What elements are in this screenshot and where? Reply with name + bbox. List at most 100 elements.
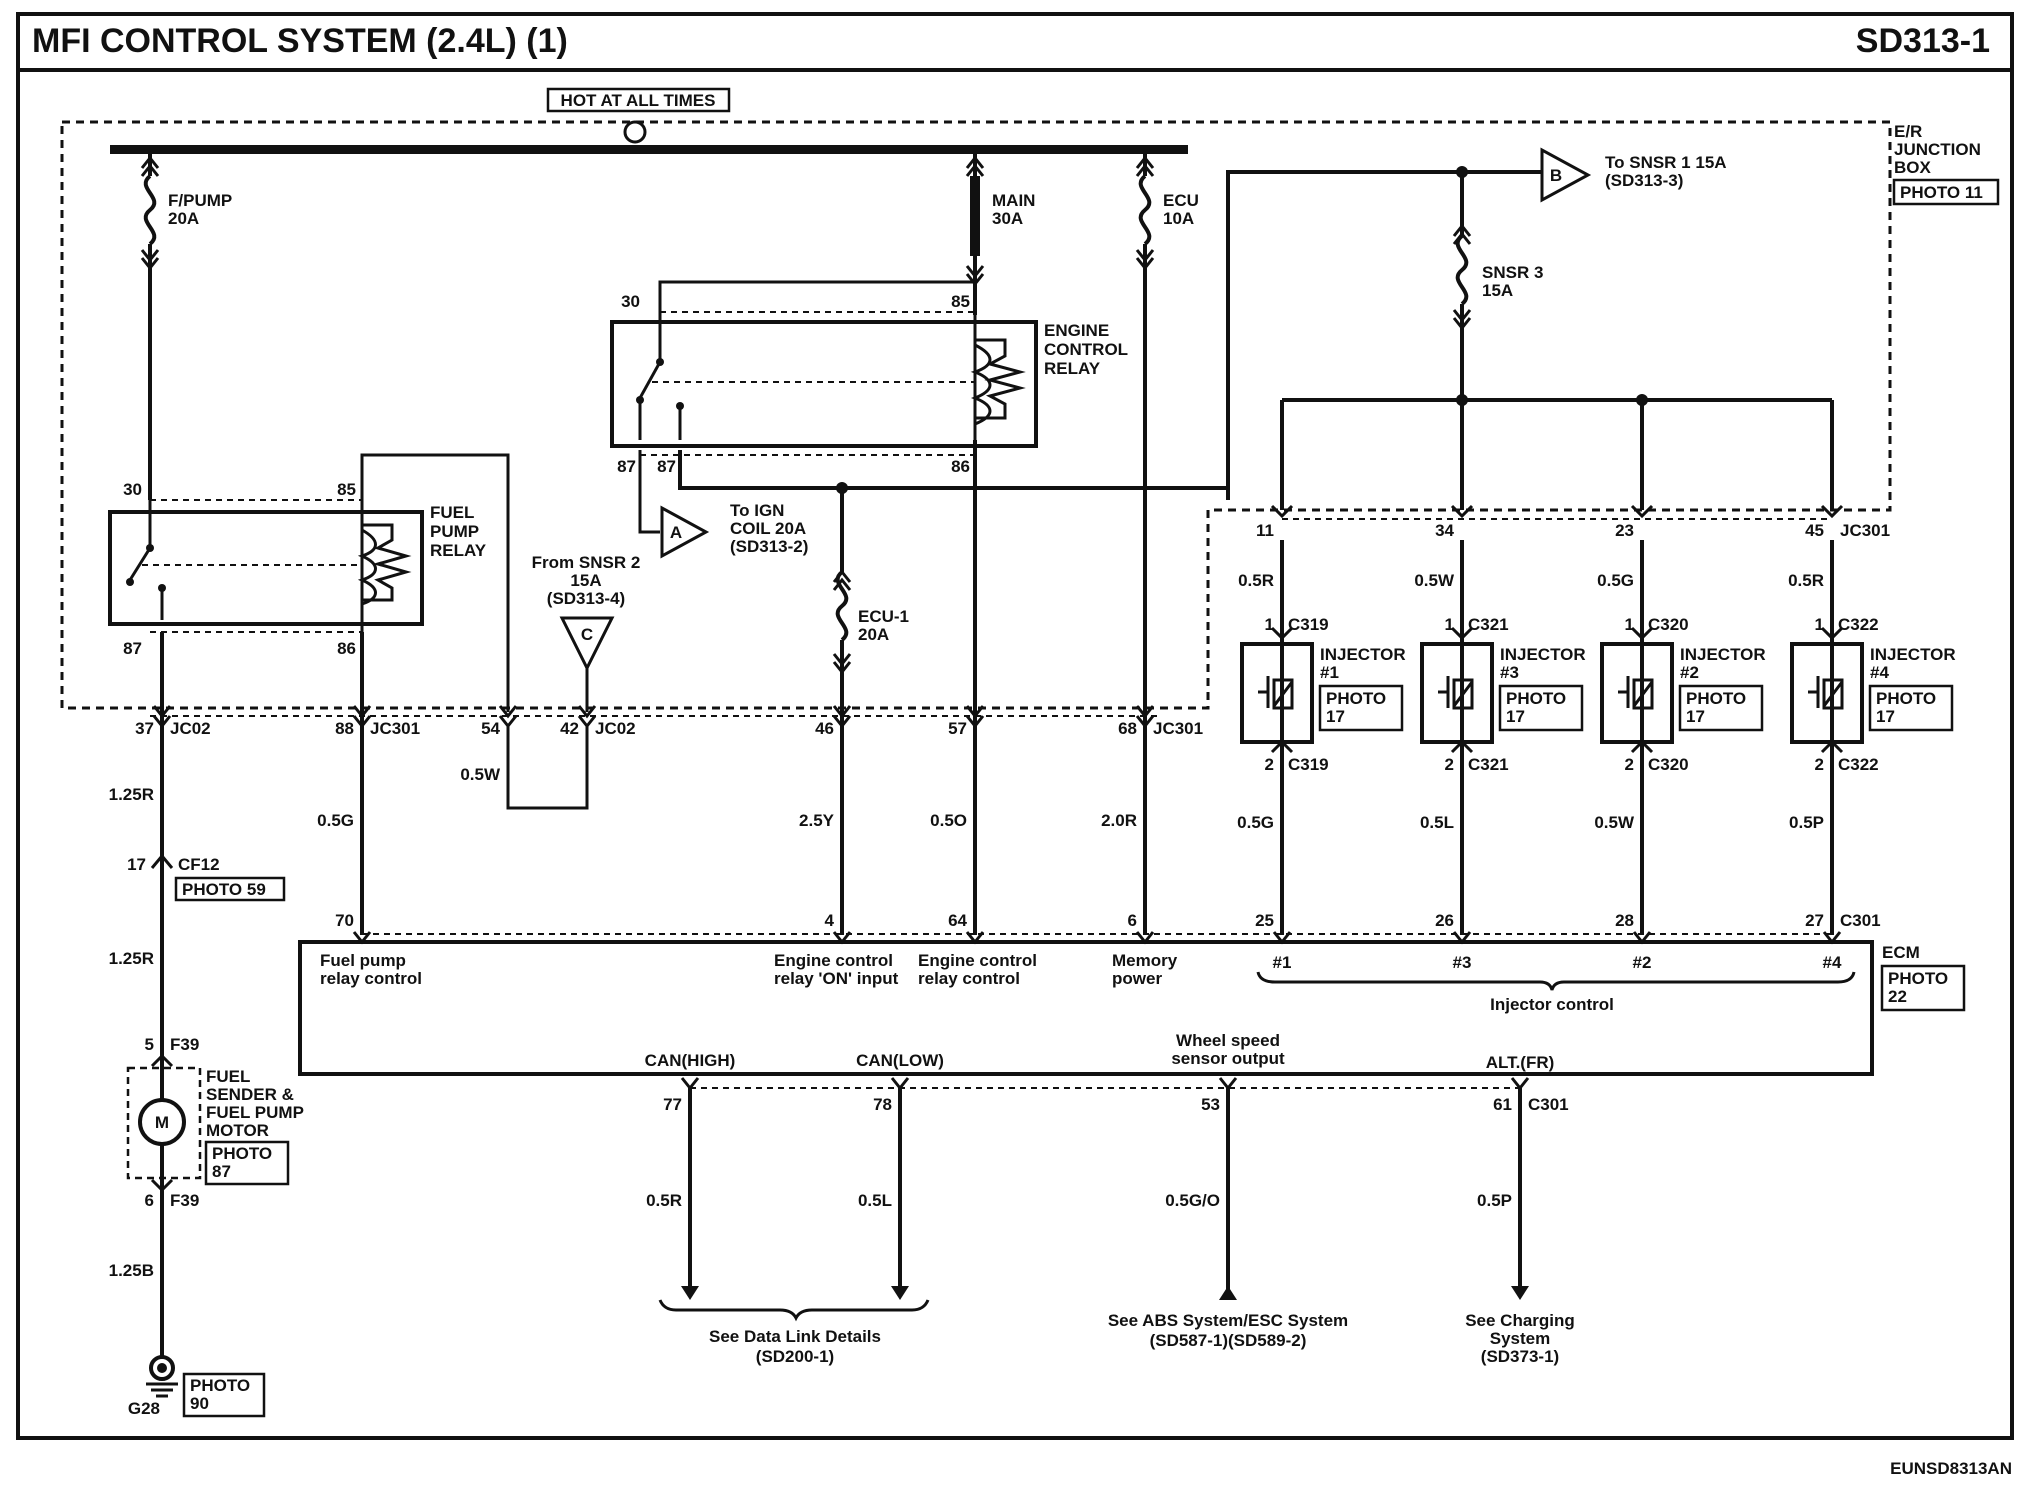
svg-text:C320: C320	[1648, 615, 1689, 634]
fpr-pin-85: 85	[337, 480, 356, 499]
jc02-label-2: JC02	[595, 719, 636, 738]
ecm-can-high: CAN(HIGH)	[645, 1051, 736, 1070]
injector-3-labels: 1 C321 INJECTOR #3 PHOTO 17 2 C321	[1445, 615, 1586, 774]
a-ref-1: To IGN	[730, 501, 784, 520]
connector-a-letter: A	[670, 523, 682, 542]
jc-terminal-marks	[152, 705, 1155, 729]
injector-4	[1790, 400, 1864, 935]
wheel-speed-arrow	[1219, 1286, 1237, 1300]
svg-text:C320: C320	[1648, 755, 1689, 774]
svg-text:INJECTOR: INJECTOR	[1680, 645, 1766, 664]
ecm-injector-control: Injector control	[1490, 995, 1614, 1014]
motor-label-1: FUEL	[206, 1067, 250, 1086]
svg-text:PHOTO: PHOTO	[1326, 689, 1386, 708]
ecm-can-low: CAN(LOW)	[856, 1051, 944, 1070]
c-ref-2: 15A	[570, 571, 601, 590]
connector-b-triangle	[1540, 147, 1592, 203]
jc02-loop	[506, 726, 589, 810]
ecu-label-1: ECU	[1163, 191, 1199, 210]
snsr3-fuse	[1455, 234, 1469, 306]
ecm-photo-2: 22	[1888, 987, 1907, 1006]
ecm-ecr-ctrl-2: relay control	[918, 969, 1020, 988]
ecr-pin-30: 30	[621, 292, 640, 311]
ecm-pin-25: 25	[1255, 911, 1274, 930]
fpump-fuse	[143, 174, 157, 246]
jc-pin-34: 34	[1435, 521, 1454, 540]
svg-text:PHOTO: PHOTO	[1506, 689, 1566, 708]
junction-box-outline	[60, 120, 1892, 710]
a-ref-2: COIL 20A	[730, 519, 806, 538]
svg-text:1: 1	[1815, 615, 1824, 634]
ref-data-link-1: See Data Link Details	[709, 1327, 881, 1346]
fpr-pin-87: 87	[123, 639, 142, 658]
inj1-wire-lower: 0.5G	[1237, 813, 1274, 832]
cf12-photo: PHOTO 59	[182, 880, 266, 899]
wire-05go: 0.5G/O	[1165, 1191, 1220, 1210]
snsr3-label-2: 15A	[1482, 281, 1513, 300]
ref-abs-2: (SD587-1)(SD589-2)	[1150, 1331, 1307, 1350]
svg-text:1: 1	[1265, 615, 1274, 634]
svg-text:17: 17	[1326, 707, 1345, 726]
alt-fr-arrow	[1511, 1286, 1529, 1300]
inj3-wire-upper: 0.5W	[1414, 571, 1455, 590]
power-bus	[110, 145, 1188, 154]
engine-control-relay-box	[610, 320, 1038, 448]
svg-text:INJECTOR: INJECTOR	[1320, 645, 1406, 664]
ecm-wheel-speed-1: Wheel speed	[1176, 1031, 1280, 1050]
ecm-inj-label-3: #3	[1453, 953, 1472, 972]
jc02-label-1: JC02	[170, 719, 211, 738]
f39-name-bot: F39	[170, 1191, 199, 1210]
inj1-wire-upper: 0.5R	[1238, 571, 1274, 590]
ecr-label-1: ENGINE	[1044, 321, 1109, 340]
inj4-wire-lower: 0.5P	[1789, 813, 1824, 832]
wire-05g-fpr: 0.5G	[317, 811, 354, 830]
ground-photo-1: PHOTO	[190, 1376, 250, 1395]
ecr-pin-87a: 87	[617, 457, 636, 476]
inj2-wire-upper: 0.5G	[1597, 571, 1634, 590]
ecu1-label-1: ECU-1	[858, 607, 909, 626]
injector-2	[1600, 400, 1674, 935]
ecm-memory-1: Memory	[1112, 951, 1178, 970]
f39-pin-top: 5	[145, 1035, 154, 1054]
svg-text:17: 17	[1876, 707, 1895, 726]
wire-20r: 2.0R	[1101, 811, 1137, 830]
svg-text:C319: C319	[1288, 755, 1329, 774]
ecr-label-3: RELAY	[1044, 359, 1101, 378]
ecm-photo-box	[1880, 964, 1966, 1012]
motor-photo-box	[204, 1140, 290, 1186]
wire-05p-alt: 0.5P	[1477, 1191, 1512, 1210]
injector-1-labels: 1 C319 INJECTOR #1 PHOTO 17 2 C319	[1265, 615, 1406, 774]
svg-text:PHOTO: PHOTO	[1686, 689, 1746, 708]
fpr-label-2: PUMP	[430, 522, 479, 541]
f39-bottom-terminal	[150, 1178, 174, 1193]
ecu-fuse	[1138, 174, 1152, 246]
f39-name-top: F39	[170, 1035, 199, 1054]
svg-text:1: 1	[1445, 615, 1454, 634]
ecm-pin-26: 26	[1435, 911, 1454, 930]
ecm-pin-28: 28	[1615, 911, 1634, 930]
motor-label-2: SENDER &	[206, 1085, 294, 1104]
inj4-wire-upper: 0.5R	[1788, 571, 1824, 590]
fpr-label-1: FUEL	[430, 503, 474, 522]
svg-text:PHOTO: PHOTO	[1876, 689, 1936, 708]
ref-charging-1: See Charging	[1465, 1311, 1575, 1330]
svg-text:2: 2	[1815, 755, 1824, 774]
b-ref-1: To SNSR 1 15A	[1605, 153, 1727, 172]
connector-b-letter: B	[1550, 166, 1562, 185]
injector-3	[1420, 400, 1494, 935]
motor-photo-2: 87	[212, 1162, 231, 1181]
cf12-terminal	[150, 853, 174, 869]
cf12-name: CF12	[178, 855, 220, 874]
injector-2-labels: 1 C320 INJECTOR #2 PHOTO 17 2 C320	[1625, 615, 1766, 774]
ecm-wheel-speed-2: sensor output	[1171, 1049, 1285, 1068]
ecm-pin-4: 4	[825, 911, 835, 930]
data-link-brace	[658, 1299, 930, 1322]
snsr3-label-1: SNSR 3	[1482, 263, 1543, 282]
ecu-label-2: 10A	[1163, 209, 1194, 228]
ecr-label-2: CONTROL	[1044, 340, 1128, 359]
ecm-name: ECM	[1882, 943, 1920, 962]
footer-code: EUNSD8313AN	[1890, 1459, 2012, 1478]
ecm-pin-78: 78	[873, 1095, 892, 1114]
wire-to-b	[1226, 170, 1462, 500]
jc301-label-3: JC301	[1840, 521, 1890, 540]
